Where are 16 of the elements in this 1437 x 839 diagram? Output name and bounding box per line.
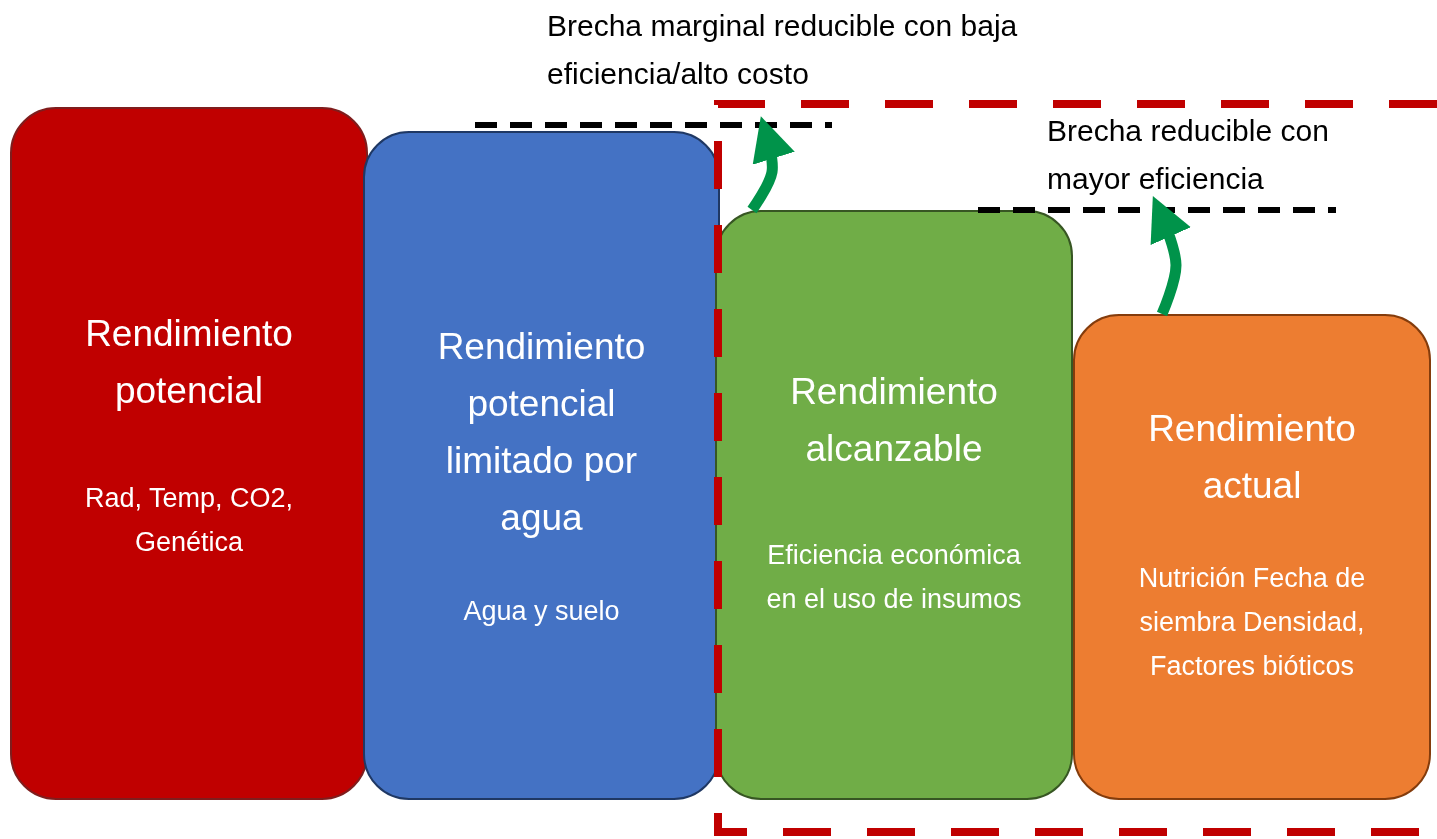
arrow xyxy=(1150,195,1191,317)
box-description: Eficiencia económica en el uso de insumos xyxy=(765,539,1023,616)
yield-box xyxy=(363,131,720,800)
box-title: Rendimiento alcanzable xyxy=(789,370,999,471)
yield-box xyxy=(715,210,1073,800)
box-title: Rendimiento actual xyxy=(1147,407,1357,508)
box-description: Agua y suelo xyxy=(462,595,621,628)
gap-label: Brecha marginal reducible con baja eficiencia/alto costo xyxy=(547,8,1019,92)
yield-box xyxy=(1073,314,1431,800)
box-title: Rendimiento potencial xyxy=(84,312,294,413)
box-description: Nutrición Fecha de siembra Densidad, Factores bióticos xyxy=(1137,562,1367,683)
box-description: Rad, Temp, CO2, Genética xyxy=(83,482,295,559)
box-title: Rendimiento potencial limitado por agua xyxy=(436,325,647,540)
gap-label: Brecha reducible con mayor eficiencia xyxy=(1047,113,1330,197)
arrow xyxy=(747,116,795,214)
yield-box xyxy=(10,107,368,800)
